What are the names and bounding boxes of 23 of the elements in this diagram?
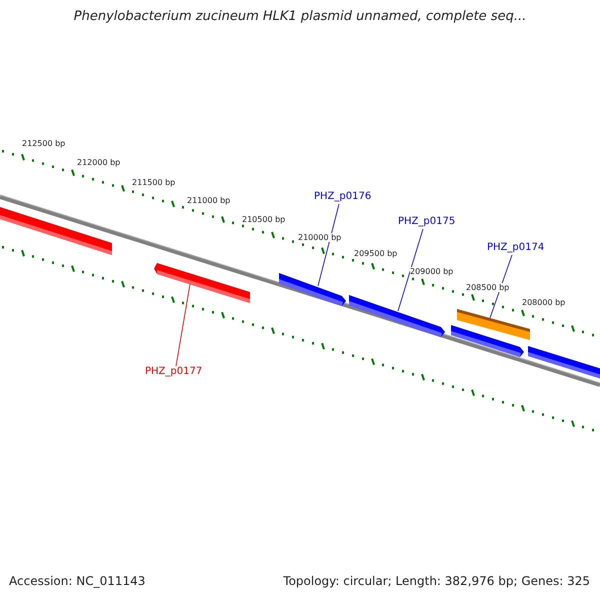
- leader-line: [398, 228, 424, 312]
- scale-label: 209000 bp: [410, 267, 454, 276]
- summary-text: Topology: circular; Length: 382,976 bp; Genes: 325: [283, 575, 590, 589]
- scale-label: 208500 bp: [466, 283, 510, 292]
- scale-label: 212500 bp: [22, 139, 66, 148]
- scale-label: 212000 bp: [77, 158, 120, 168]
- accession-text: Accession: NC_011143: [9, 575, 146, 589]
- leader-line: [176, 284, 190, 366]
- gene-label: PHZ_p0174: [487, 242, 544, 254]
- title: Phenylobacterium zucineum HLK1 plasmid unnamed, complete seq...: [72, 10, 528, 25]
- scale-label: 210500 bp: [242, 215, 286, 224]
- gene-feature: [0, 207, 112, 255]
- gene-label: PHZ_p0176: [314, 191, 372, 202]
- gene-label: PHZ_p0175: [398, 216, 456, 228]
- gene-feature: [528, 346, 600, 379]
- gene-feature: [349, 295, 445, 337]
- leader-line: [318, 204, 340, 286]
- gene-feature: [279, 273, 346, 306]
- scale-label: 211000 bp: [187, 196, 230, 206]
- gene-feature: [154, 263, 250, 303]
- gene-feature: [451, 325, 524, 357]
- gene-label: PHZ_p0177: [145, 366, 202, 378]
- scale-label: 210000 bp: [298, 233, 342, 242]
